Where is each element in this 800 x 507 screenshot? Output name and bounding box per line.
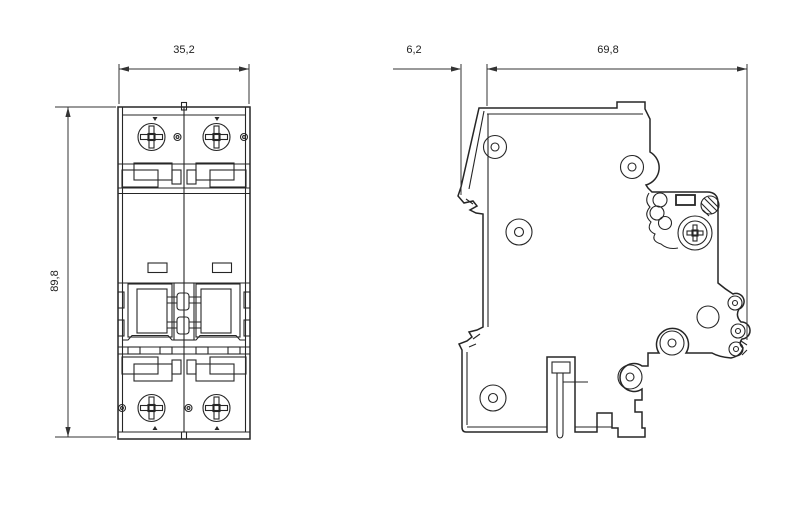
housing-hole [696, 305, 720, 329]
dimension-side-clip: 6,2 [393, 44, 462, 195]
dimension-front-height: 89,8 [49, 106, 116, 438]
pin-holes [117, 132, 249, 413]
terminal-clamp-bottom-right [186, 356, 247, 382]
center-tab-bottom [180, 431, 188, 440]
front-view [117, 101, 251, 440]
rivets [479, 134, 685, 412]
center-tab-top [180, 101, 188, 111]
front-width-label: 35,2 [173, 44, 194, 56]
side-phillips-screw [682, 220, 708, 246]
vent-holes [649, 192, 673, 231]
terminal-screw-top-right [202, 122, 231, 152]
dimension-front-width: 35,2 [118, 44, 250, 104]
dimension-side-depth: 69,8 [486, 44, 748, 340]
front-height-label: 89,8 [49, 270, 61, 291]
breaker-side-outline [457, 101, 751, 438]
terminal-screw-bottom-left [137, 393, 166, 423]
side-depth-label: 69,8 [597, 44, 618, 56]
side-label-window [675, 194, 696, 206]
label-window-right [211, 262, 233, 274]
terminal-clamp-top-right [186, 162, 247, 188]
side-clip-label: 6,2 [406, 44, 421, 56]
terminal-screw-top-left [137, 122, 166, 152]
handle-link [173, 282, 195, 341]
terminal-screw-bottom-right [202, 393, 231, 423]
side-view [457, 101, 751, 439]
din-rail-slider [551, 361, 588, 439]
terminal-bumps [727, 295, 748, 357]
terminal-clamp-top-left [121, 162, 182, 188]
label-window-left [147, 262, 168, 274]
handle-area [117, 282, 251, 341]
terminal-clamp-bottom-left [121, 356, 182, 382]
hatched-screw [700, 195, 720, 217]
screw-boss [677, 215, 713, 251]
